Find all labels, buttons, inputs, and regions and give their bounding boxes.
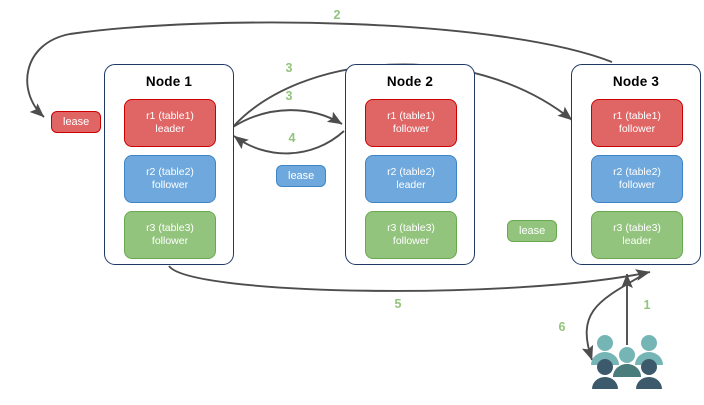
replica-role: leader — [622, 235, 652, 247]
replica-n1-r1[interactable]: r1 (table1) leader — [124, 99, 216, 147]
replica-n1-r2[interactable]: r2 (table2) follower — [124, 155, 216, 203]
step-label-2: 2 — [333, 8, 341, 22]
step-label-4: 4 — [288, 131, 296, 145]
replica-range: r2 (table2) — [613, 165, 661, 178]
step-label-1: 1 — [643, 298, 651, 312]
lease-badge-r2[interactable]: lease — [276, 165, 327, 187]
replica-range: r2 (table2) — [146, 165, 194, 178]
arrow-step-2 — [26, 21, 613, 118]
lease-badge-r3[interactable]: lease — [507, 220, 558, 242]
arrow-step-6 — [581, 271, 649, 361]
step-label-3-lower: 3 — [285, 89, 293, 103]
replica-range: r1 (table1) — [146, 109, 194, 122]
replica-n2-r2[interactable]: r2 (table2) leader — [365, 155, 457, 203]
node-card-node-2[interactable]: Node 2 r1 (table1) follower r2 (table2) … — [345, 64, 475, 265]
replica-role: leader — [396, 179, 426, 191]
node-card-node-3[interactable]: Node 3 r1 (table1) follower r2 (table2) … — [571, 64, 701, 265]
replica-role: follower — [618, 179, 656, 191]
node-card-node-1[interactable]: Node 1 r1 (table1) leader r2 (table2) fo… — [104, 64, 234, 265]
replica-range: r1 (table1) — [613, 109, 661, 122]
arrow-step-4 — [233, 130, 345, 155]
replica-range: r1 (table1) — [387, 109, 435, 122]
replica-n3-r2[interactable]: r2 (table2) follower — [591, 155, 683, 203]
replica-n3-r3[interactable]: r3 (table3) leader — [591, 211, 683, 259]
replica-n3-r1[interactable]: r1 (table1) follower — [591, 99, 683, 147]
replica-role: follower — [618, 123, 656, 135]
node-title: Node 2 — [386, 74, 434, 89]
replica-role: follower — [392, 235, 430, 247]
step-label-6: 6 — [558, 320, 566, 334]
replica-role: follower — [151, 235, 189, 247]
replica-range: r3 (table3) — [387, 221, 435, 234]
replica-n2-r1[interactable]: r1 (table1) follower — [365, 99, 457, 147]
step-label-5: 5 — [394, 297, 402, 311]
replica-range: r2 (table2) — [387, 165, 435, 178]
lease-badge-r1[interactable]: lease — [51, 111, 102, 133]
replica-n2-r3[interactable]: r3 (table3) follower — [365, 211, 457, 259]
node-title: Node 1 — [145, 74, 193, 89]
arrow-step-5 — [168, 265, 651, 292]
node-title: Node 3 — [612, 74, 660, 89]
replica-n1-r3[interactable]: r3 (table3) follower — [124, 211, 216, 259]
replica-role: leader — [155, 123, 185, 135]
replica-range: r3 (table3) — [146, 221, 194, 234]
replica-role: follower — [392, 123, 430, 135]
arrow-step-3-lower — [232, 109, 343, 128]
step-label-3-upper: 3 — [285, 61, 293, 75]
users-group-icon[interactable] — [589, 333, 665, 389]
replica-range: r3 (table3) — [613, 221, 661, 234]
replica-role: follower — [151, 179, 189, 191]
